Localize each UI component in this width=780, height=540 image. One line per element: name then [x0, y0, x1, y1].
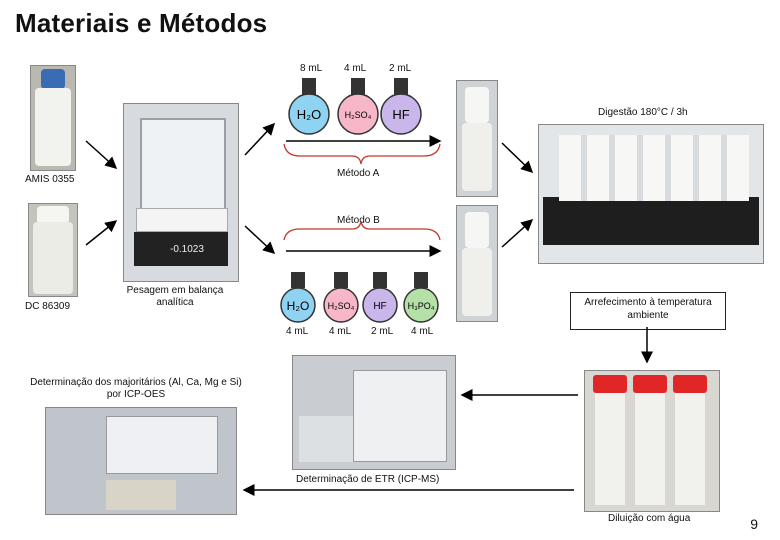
- balance-readout: -0.1023: [170, 244, 204, 255]
- weighing-label: Pesagem em balança analítica: [126, 285, 224, 308]
- digestion-tubes-row: [559, 135, 749, 201]
- tube-cap-icon: [633, 375, 667, 393]
- method-a-formula-2: H₂SO₄: [345, 110, 372, 120]
- method-b-flask-3: HF: [362, 272, 398, 323]
- method-a-volume-2: 4 mL: [344, 63, 367, 74]
- method-b-volume-3: 2 mL: [371, 326, 394, 337]
- digestion-tube-photo-b: [456, 205, 498, 322]
- method-b-formula-1: H₂O: [287, 299, 310, 313]
- tube-cap-icon: [673, 375, 707, 393]
- arrow-tube-b-to-block: [501, 218, 534, 248]
- method-a-formula-1: H₂O: [297, 107, 322, 122]
- page-title: Materiais e Métodos: [15, 8, 268, 38]
- tube-body-icon: [675, 393, 705, 505]
- digestion-block-base: [543, 197, 759, 245]
- bottle-cap-icon: [37, 206, 69, 224]
- method-a-label: Método A: [337, 168, 380, 179]
- arrow-balance-to-method-a: [244, 122, 276, 156]
- analytical-balance-photo: -0.1023: [123, 103, 239, 282]
- sample-label-1: AMIS 0355: [25, 174, 75, 185]
- tube-cap-icon: [465, 87, 489, 123]
- method-b-formula-4: H₃PO₄: [408, 301, 435, 311]
- icp-oes-photo: [45, 407, 237, 515]
- method-b-flask-1: H₂O: [280, 272, 316, 323]
- method-a-formula-3: HF: [392, 107, 409, 122]
- balance-display: -0.1023: [134, 232, 228, 266]
- page-number: 9: [750, 516, 758, 532]
- method-b-flask-2: H₂SO₄: [323, 272, 359, 323]
- icp-ms-instrument: [353, 370, 447, 462]
- tube-body-icon: [462, 123, 492, 191]
- tube-body-icon: [635, 393, 665, 505]
- digestion-block-photo: [538, 124, 764, 264]
- method-b-formula-2: H₂SO₄: [328, 301, 355, 311]
- method-a-volume-3: 2 mL: [389, 63, 412, 74]
- method-a-brace: [283, 143, 441, 165]
- tube-cap-icon: [465, 212, 489, 248]
- bottle-body-icon: [33, 222, 73, 294]
- arrow-sample2-to-balance: [85, 220, 118, 246]
- method-a-volume-1: 8 mL: [300, 63, 323, 74]
- icp-oes-instrument: [106, 416, 218, 474]
- digestion-label: Digestão 180°C / 3h: [598, 107, 688, 118]
- tube-body-icon: [595, 393, 625, 505]
- method-b-label: Método B: [337, 215, 380, 226]
- method-b-formula-3: HF: [373, 301, 386, 312]
- method-a-flask-1: H₂O: [288, 78, 330, 135]
- sample-bottle-photo-2: [28, 203, 78, 297]
- icp-oes-bench: [106, 480, 176, 510]
- method-a-flask-3: HF: [380, 78, 422, 135]
- sample-label-2: DC 86309: [25, 301, 71, 312]
- tube-body-icon: [462, 248, 492, 316]
- bottle-body-icon: [35, 88, 71, 166]
- bottle-cap-icon: [41, 69, 65, 89]
- method-b-volume-4: 4 mL: [411, 326, 434, 337]
- icp-ms-bench: [299, 416, 353, 462]
- method-b-flask-4: H₃PO₄: [403, 272, 439, 323]
- balance-glass-chamber: [140, 118, 226, 210]
- icp-oes-label: Determinação dos majoritários (Al, Ca, M…: [30, 377, 242, 400]
- tube-cap-icon: [593, 375, 627, 393]
- dilution-tubes-photo: [584, 370, 720, 512]
- sample-bottle-photo-1: [30, 65, 76, 171]
- arrow-tube-a-to-block: [501, 142, 534, 174]
- method-a-flask-2: H₂SO₄: [337, 78, 379, 135]
- dilution-label: Diluição com água: [608, 513, 691, 524]
- arrow-balance-to-method-b: [244, 225, 276, 255]
- icp-ms-photo: [292, 355, 456, 470]
- icp-ms-label: Determinação de ETR (ICP-MS): [296, 474, 440, 485]
- digestion-tube-photo-a: [456, 80, 498, 197]
- cooling-box: Arrefecimento à temperatura ambiente: [570, 292, 726, 330]
- balance-base: [136, 208, 228, 232]
- method-b-brace: [283, 220, 441, 241]
- method-b-volume-1: 4 mL: [286, 326, 309, 337]
- method-b-volume-2: 4 mL: [329, 326, 352, 337]
- arrow-sample1-to-balance: [85, 140, 118, 170]
